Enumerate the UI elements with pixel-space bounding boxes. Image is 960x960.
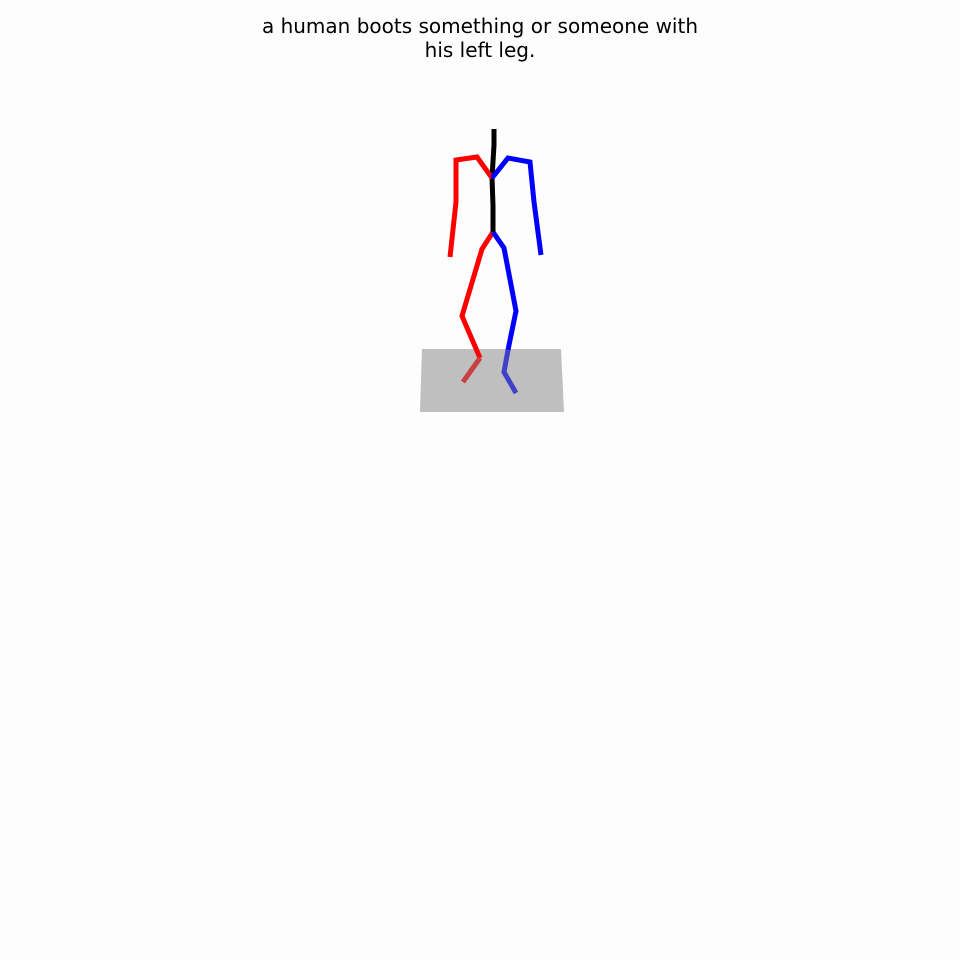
spine [489, 129, 497, 232]
right-foot [460, 356, 483, 384]
caption-line-1: a human boots something or someone with [261, 14, 699, 38]
left-leg [490, 230, 519, 351]
caption-line-2: his left leg. [424, 38, 536, 62]
left-foot [501, 349, 519, 395]
right-arm [447, 154, 495, 258]
motion-caption: a human boots something or someone with … [0, 14, 960, 62]
ground-plane [420, 349, 564, 412]
left-arm [490, 155, 544, 256]
right-leg [459, 230, 496, 359]
